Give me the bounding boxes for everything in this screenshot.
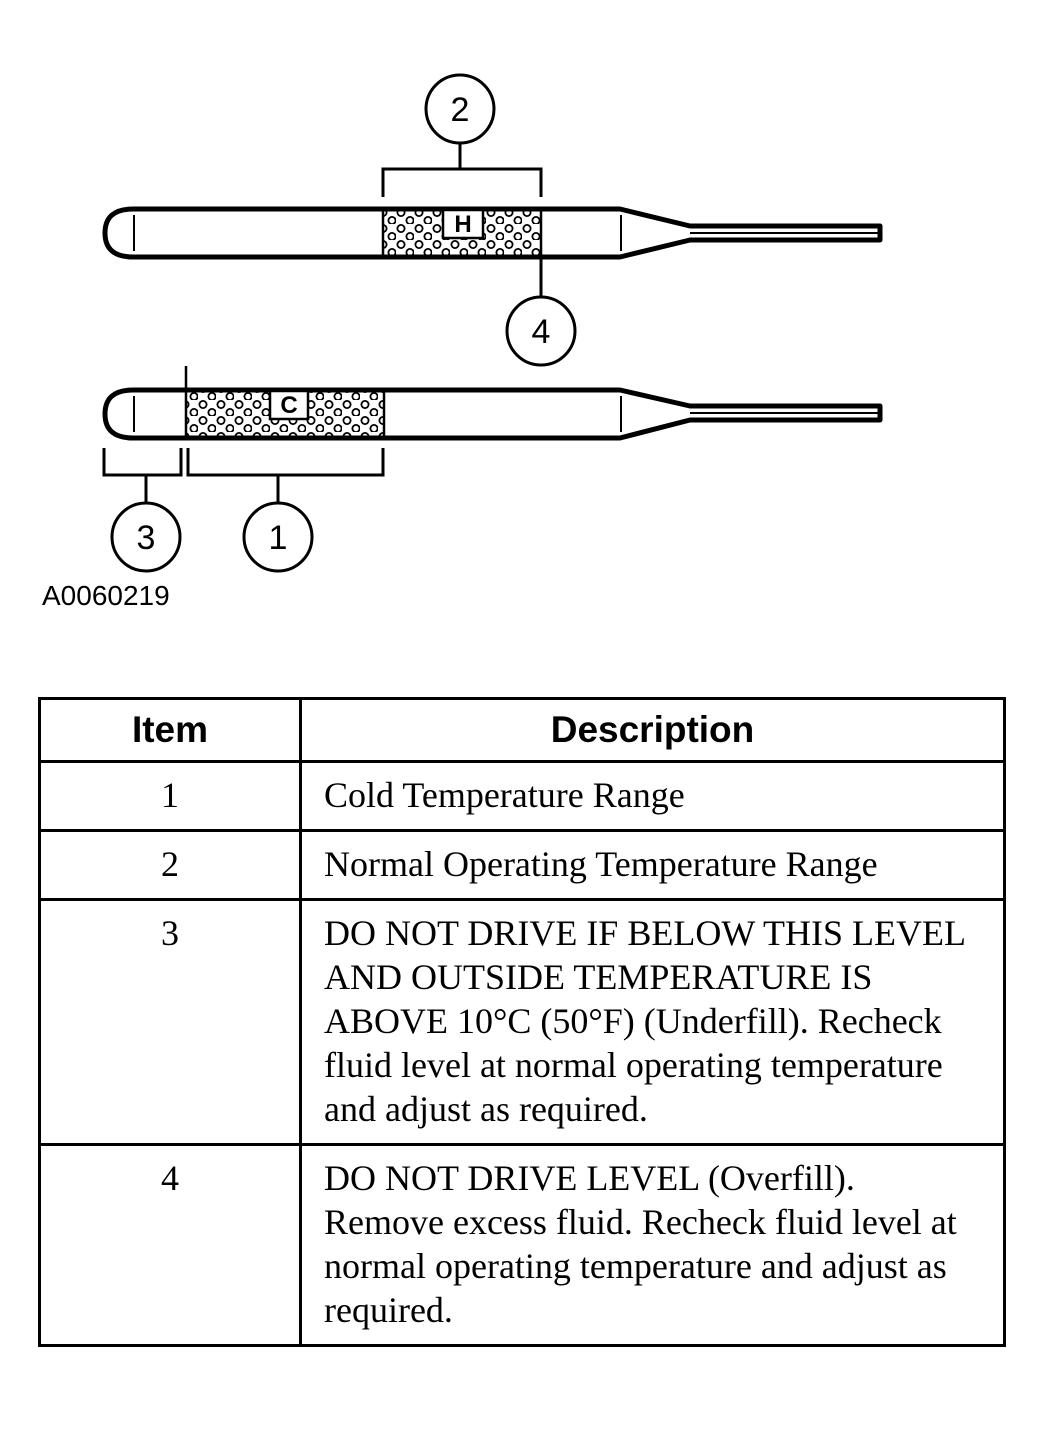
item-number: 3 [38, 898, 302, 1146]
table-row: 3 DO NOT DRIVE IF BELOW THIS LEVEL AND O… [38, 898, 1006, 1146]
table-row: 1 Cold Temperature Range [38, 760, 1006, 832]
dipstick-hot: H [102, 206, 883, 260]
table-header-row: Item Description [38, 697, 1006, 763]
callout-3: 3 [110, 501, 182, 573]
svg-text:4: 4 [532, 313, 551, 351]
header-item: Item [38, 697, 302, 763]
figure-id: A0060219 [42, 580, 170, 611]
dipstick-diagram: H 2 4 C 3 1 [102, 73, 883, 573]
callout-2: 2 [424, 73, 496, 145]
item-description: Normal Operating Temperature Range [299, 829, 1006, 901]
svg-text:3: 3 [137, 519, 156, 557]
bracket-underfill [102, 448, 183, 503]
item-number: 2 [38, 829, 302, 901]
header-description: Description [299, 697, 1006, 763]
cold-range-label: C [280, 392, 297, 419]
bracket-cold-range [186, 448, 385, 503]
callout-4: 4 [505, 295, 577, 367]
table-row: 2 Normal Operating Temperature Range [38, 829, 1006, 901]
item-description: DO NOT DRIVE IF BELOW THIS LEVEL AND OUT… [299, 898, 1006, 1146]
svg-text:2: 2 [451, 91, 470, 129]
item-description: Cold Temperature Range [299, 760, 1006, 832]
hot-range-label: H [454, 211, 471, 238]
callout-1: 1 [242, 501, 314, 573]
table-row: 4 DO NOT DRIVE LEVEL (Overfill). Remove … [38, 1143, 1006, 1347]
legend-table: Item Description 1 Cold Temperature Rang… [38, 697, 1006, 1347]
item-number: 4 [38, 1143, 302, 1347]
bracket-normal-range [381, 143, 543, 197]
dipstick-cold: C [102, 366, 883, 441]
item-description: DO NOT DRIVE LEVEL (Overfill). Remove ex… [299, 1143, 1006, 1347]
item-number: 1 [38, 760, 302, 832]
svg-text:1: 1 [269, 519, 288, 557]
